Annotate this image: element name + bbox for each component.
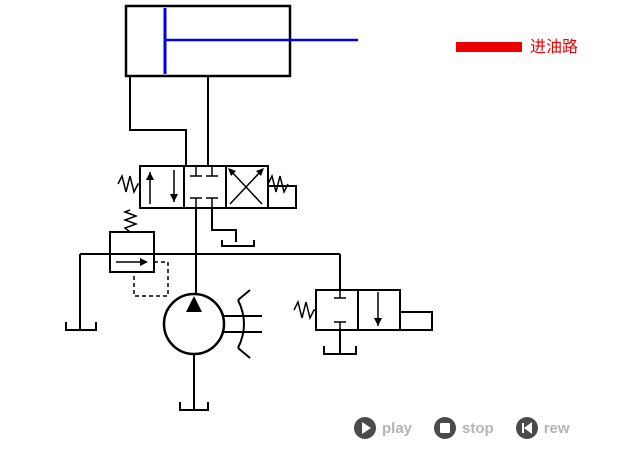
hydraulic-pump — [162, 289, 262, 411]
legend: 进油路 — [456, 37, 578, 56]
stop-button[interactable]: stop — [434, 417, 494, 439]
play-label: play — [382, 419, 413, 437]
play-button[interactable]: play — [354, 417, 412, 439]
rewind-icon — [515, 417, 538, 439]
legend-swatch — [456, 42, 522, 52]
directional-valve — [117, 165, 297, 209]
relief-spring-icon — [122, 209, 139, 233]
solenoid-valve — [293, 289, 433, 355]
stop-label: stop — [462, 419, 494, 437]
play-icon — [354, 417, 376, 439]
legend-label: 进油路 — [530, 37, 578, 56]
left-spring-icon — [117, 173, 140, 195]
rewind-button[interactable]: rew — [515, 417, 570, 439]
stop-icon — [434, 417, 457, 439]
valve-tank — [211, 208, 255, 247]
solenoid-valve-spring-icon — [293, 299, 316, 321]
main-pressure-line — [65, 208, 341, 331]
valve-solenoid — [267, 185, 297, 209]
playback-controls: play stop rew — [354, 414, 570, 442]
hydraulic-cylinder — [124, 4, 358, 78]
right-spring-icon — [267, 173, 289, 195]
rew-label: rew — [543, 419, 570, 437]
cylinder-lines — [129, 76, 209, 166]
relief-valve — [109, 209, 169, 297]
